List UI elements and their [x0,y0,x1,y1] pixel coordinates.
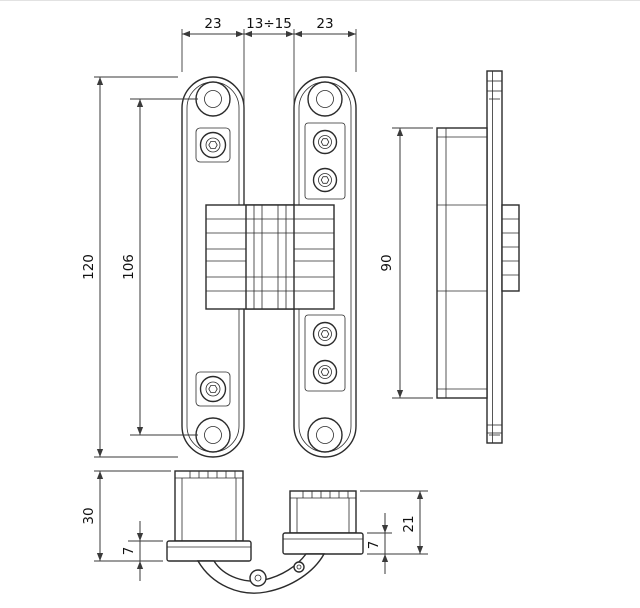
dim-top-widths: 23 13÷15 23 [181,16,357,203]
mount-hole [195,417,231,453]
side-view [436,70,520,444]
dim-label-hole-spacing: 106 [121,254,137,280]
pivot-pin [293,561,305,573]
dim-bottom-left: 30 7 [81,470,171,581]
pivot-pin [249,569,267,587]
left-flange [166,540,252,562]
dimensions: 23 13÷15 23 120 106 90 30 [81,16,433,581]
dim-label-body-height: 90 [379,254,395,271]
dim-side-height: 90 [379,127,433,399]
dim-label-flange-thickness-right: 7 [366,541,382,550]
adjust-screw [199,375,227,403]
dim-label-body-depth-right: 21 [401,515,417,532]
mount-hole [195,81,231,117]
dim-label-flange-thickness-left: 7 [121,547,137,556]
side-body [436,127,488,399]
dim-label-body-depth: 30 [81,507,97,524]
mount-hole [307,81,343,117]
dim-label-gap: 13÷15 [246,16,292,32]
dim-left-heights: 120 106 [81,76,198,458]
dim-label-left-width: 23 [204,16,221,32]
adjust-screw [199,131,227,159]
dim-label-right-width: 23 [316,16,333,32]
bottom-left-body [166,470,252,562]
bottom-right-body [282,490,364,555]
adjust-screw [312,167,338,193]
bottom-view [166,470,364,594]
side-knuckle [501,204,520,292]
side-flange [486,70,503,444]
mount-hole [307,417,343,453]
pivot-knuckle [205,204,335,310]
adjust-screw [312,321,338,347]
pivot-arm [196,553,326,594]
right-flange [282,532,364,555]
dim-label-total-height: 120 [81,254,97,280]
front-view [181,76,357,458]
adjust-screw [312,129,338,155]
adjust-screw [312,359,338,385]
dim-bottom-right: 21 7 [360,490,428,574]
